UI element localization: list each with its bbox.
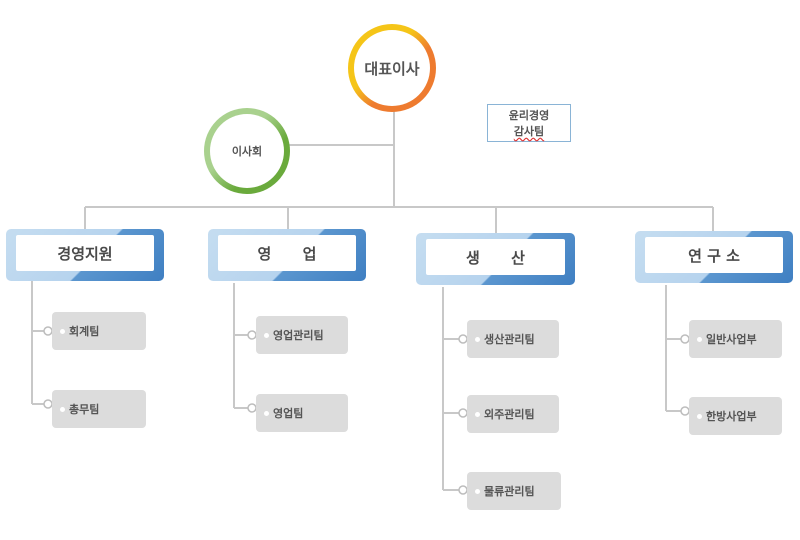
team-label: 일반사업부 (706, 333, 757, 346)
connector-knob (458, 485, 468, 495)
team-outsourcing-management[interactable]: 외주관리팀 (467, 395, 559, 433)
team-production-management[interactable]: 생산관리팀 (467, 320, 559, 358)
dept-sales[interactable]: 영 업 (208, 229, 366, 281)
team-label: 총무팀 (69, 403, 100, 416)
team-label: 물류관리팀 (484, 485, 535, 498)
connector-knob (458, 408, 468, 418)
team-label: 영업팀 (273, 407, 304, 420)
bullet-dot (60, 328, 65, 334)
team-sales[interactable]: 영업팀 (256, 394, 348, 432)
team-label: 영업관리팀 (273, 329, 324, 342)
dept-label: 영 업 (257, 244, 317, 263)
team-label: 한방사업부 (706, 410, 757, 423)
bullet-dot (697, 413, 702, 419)
ethics-label-line1: 윤리경영 (508, 109, 550, 122)
team-herbal-business[interactable]: 한방사업부 (689, 397, 782, 435)
dept-label: 생 산 (466, 248, 525, 267)
connector-knob (247, 330, 257, 340)
dept-production[interactable]: 생 산 (416, 233, 575, 285)
ethics-audit-team-node[interactable]: 윤리경영 감사팀 (487, 104, 571, 142)
dept-management-support[interactable]: 경영지원 (6, 229, 164, 281)
bullet-dot (264, 410, 269, 416)
bullet-dot (475, 336, 480, 342)
team-label: 외주관리팀 (484, 408, 535, 421)
dept-label: 연 구 소 (688, 246, 740, 265)
dept-research-lab[interactable]: 연 구 소 (635, 231, 793, 283)
connector-knob (458, 334, 468, 344)
connector-knob (247, 403, 257, 413)
team-general-affairs[interactable]: 총무팀 (52, 390, 146, 428)
ceo-node[interactable]: 대표이사 (348, 24, 436, 112)
team-sales-management[interactable]: 영업관리팀 (256, 316, 348, 354)
connector-knob (680, 406, 690, 416)
board-label: 이사회 (231, 145, 263, 158)
connector-knob (43, 399, 53, 409)
team-label: 회계팀 (69, 325, 100, 338)
dept-label: 경영지원 (57, 244, 113, 263)
ceo-label: 대표이사 (364, 59, 420, 78)
team-accounting[interactable]: 회계팀 (52, 312, 146, 350)
ethics-label-line2: 감사팀 (513, 125, 545, 138)
connector-knob (680, 334, 690, 344)
bullet-dot (475, 488, 480, 494)
team-general-business[interactable]: 일반사업부 (689, 320, 782, 358)
bullet-dot (264, 332, 269, 338)
bullet-dot (475, 411, 480, 417)
team-logistics-management[interactable]: 물류관리팀 (467, 472, 561, 510)
bullet-dot (60, 406, 65, 412)
bullet-dot (697, 336, 702, 342)
team-label: 생산관리팀 (484, 333, 535, 346)
connector-knob (43, 326, 53, 336)
board-node[interactable]: 이사회 (204, 108, 290, 194)
